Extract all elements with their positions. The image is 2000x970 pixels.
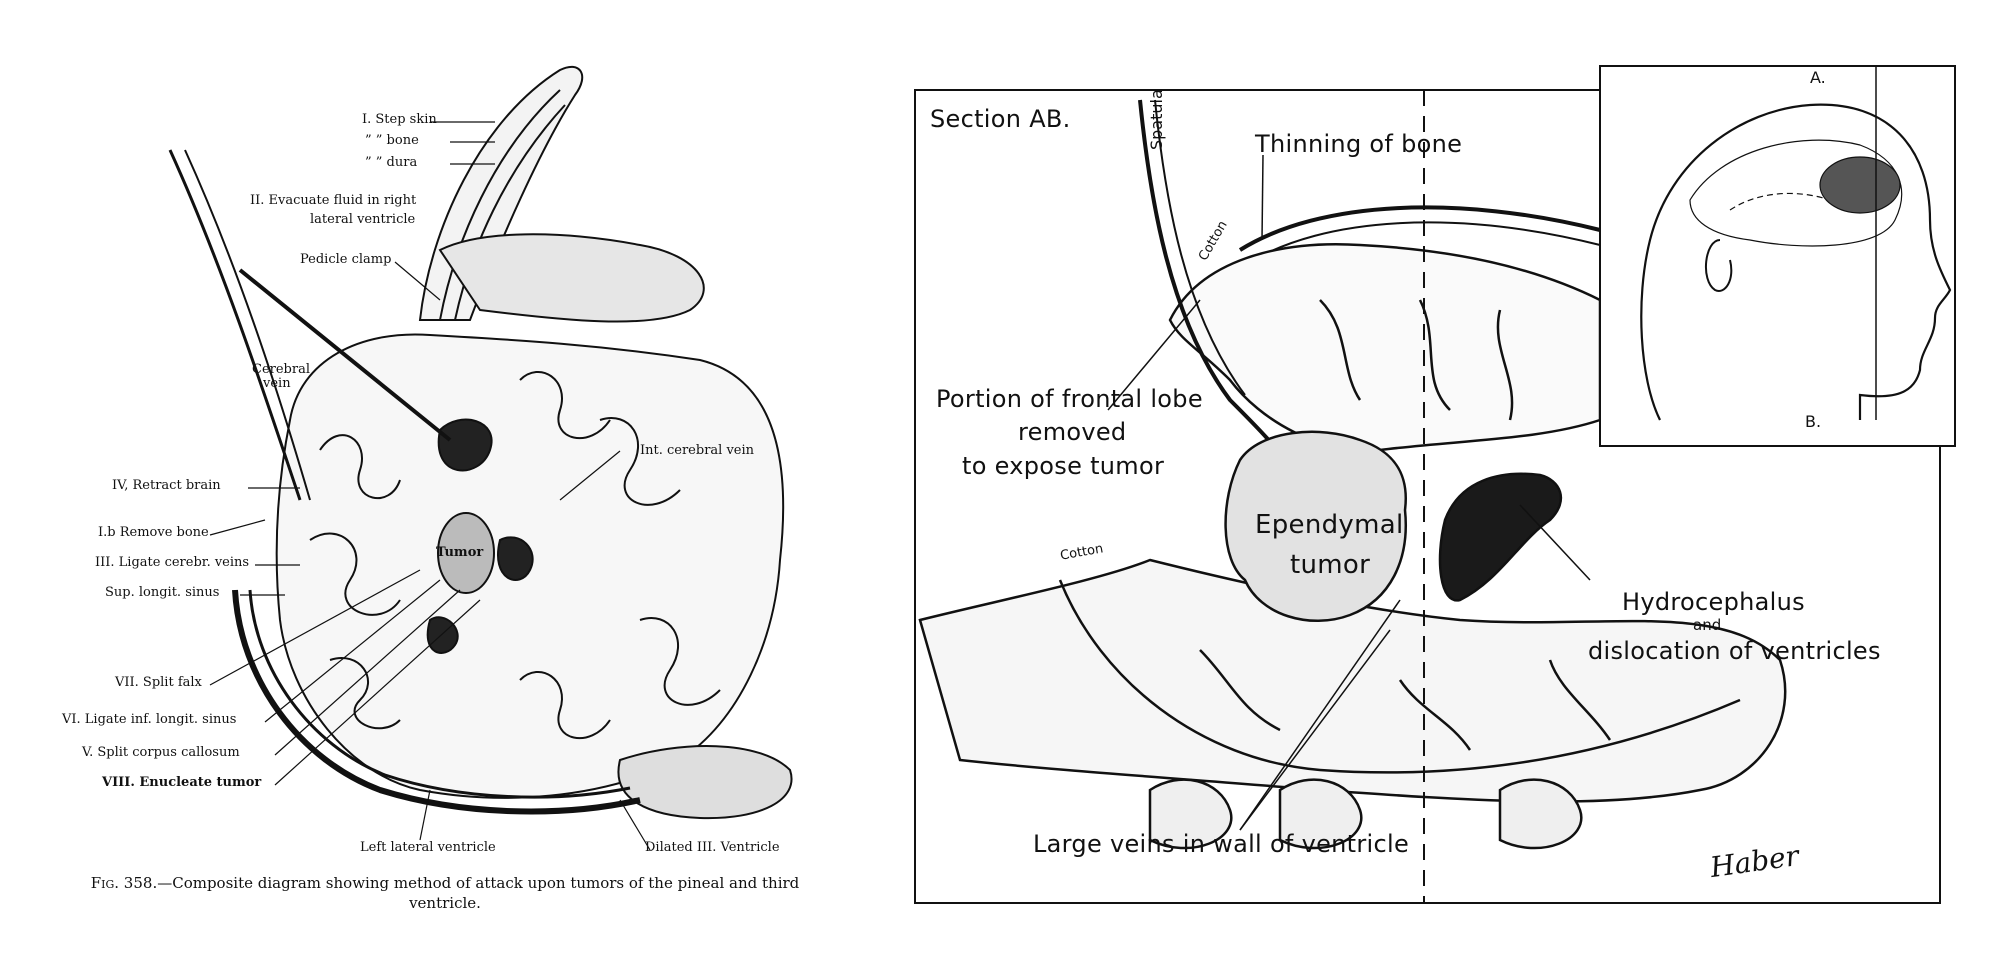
label-step5: V. Split corpus callosum (82, 745, 240, 760)
label-dislocation: dislocation of ventricles (1588, 637, 1881, 665)
inset-label-a: A. (1810, 68, 1826, 87)
label-left-lateral-ventricle: Left lateral ventricle (360, 840, 496, 855)
label-spatula: Spatula (1147, 89, 1166, 150)
left-brain-illustration (168, 65, 793, 851)
right-figure-panel: Section AB. Thinning of bone Spatula Cot… (900, 0, 2000, 970)
label-cerebral-vein: Cerebral (252, 362, 310, 377)
label-thinning-of-bone: Thinning of bone (1255, 130, 1463, 158)
label-int-cerebral-vein: Int. cerebral vein (640, 443, 755, 458)
label-step6: VI. Ligate inf. longit. sinus (62, 712, 237, 727)
label-step1b: I.b Remove bone (98, 525, 209, 540)
label-step3: III. Ligate cerebr. veins (95, 555, 250, 570)
inset-label-b: B. (1805, 412, 1822, 431)
inset-frame (1599, 65, 1956, 447)
label-step7: VII. Split falx (115, 675, 202, 690)
left-figure-panel: I. Step skin ” ” bone ” ” dura II. Evacu… (0, 0, 900, 970)
label-sup-longit-sinus: Sup. longit. sinus (105, 585, 220, 600)
label-portion-frontal-2: removed (1018, 418, 1127, 446)
label-ependymal: Ependymal (1255, 510, 1404, 540)
label-tumor-right: tumor (1290, 550, 1371, 580)
label-pedicle-clamp: Pedicle clamp (300, 252, 392, 267)
label-step8: VIII. Enucleate tumor (102, 775, 262, 790)
caption-figure-number: Fig. 358. (90, 874, 158, 892)
inset-tumor-mass (1819, 156, 1901, 214)
label-dilated-third-ventricle: Dilated III. Ventricle (645, 840, 780, 855)
label-portion-frontal-1: Portion of frontal lobe (936, 385, 1203, 413)
label-cerebral-vein-b: vein (263, 376, 291, 391)
label-step2-b: lateral ventricle (310, 212, 416, 227)
caption-text: —Composite diagram showing method of att… (157, 874, 800, 912)
label-step1-dura: ” ” dura (365, 155, 418, 170)
label-portion-frontal-3: to expose tumor (962, 452, 1165, 480)
figure-caption: Fig. 358.—Composite diagram showing meth… (60, 873, 830, 913)
label-step1-skin: I. Step skin (362, 112, 437, 127)
label-step1-bone: ” ” bone (365, 133, 419, 148)
label-and: and (1693, 616, 1722, 634)
label-hydrocephalus: Hydrocephalus (1622, 588, 1805, 616)
label-step4: IV, Retract brain (112, 478, 221, 493)
right-section-illustration (914, 65, 1956, 904)
label-tumor: Tumor (436, 545, 484, 560)
label-step2: II. Evacuate fluid in right (250, 193, 417, 208)
label-section-ab: Section AB. (930, 105, 1071, 133)
label-large-veins: Large veins in wall of ventricle (1033, 830, 1410, 858)
